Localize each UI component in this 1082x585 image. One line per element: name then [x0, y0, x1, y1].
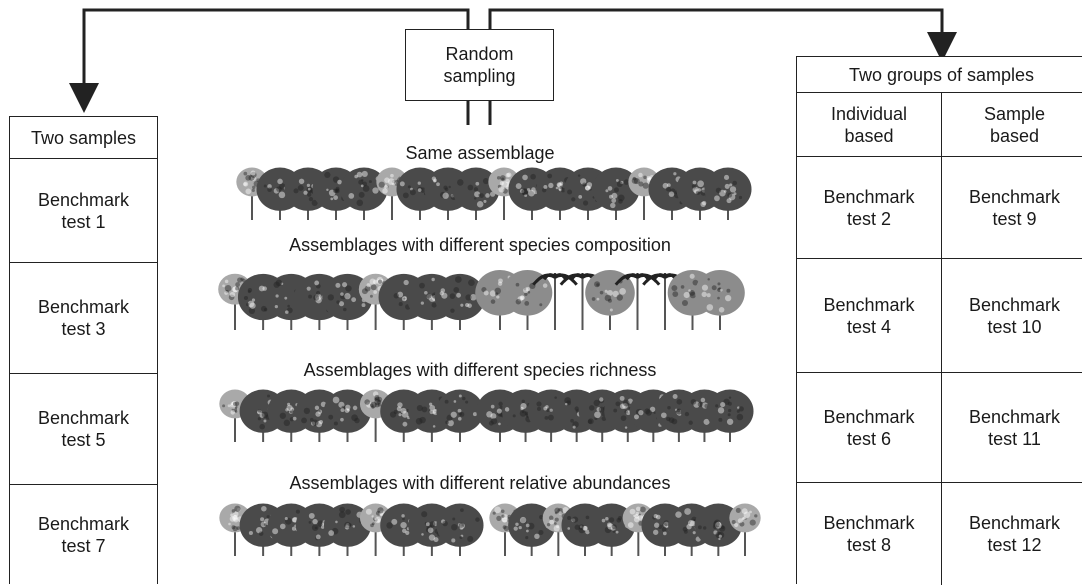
- round-tree-icon: [323, 389, 372, 442]
- round-tree-icon: [436, 389, 484, 442]
- mid-tree-icon: [585, 269, 635, 330]
- benchmark-test-7: Benchmark test 7: [37, 514, 130, 556]
- round-tree-icon: [592, 167, 640, 220]
- scenario-label-same: Same assemblage: [405, 143, 555, 163]
- two-groups-header: Two groups of samples: [797, 57, 1082, 93]
- scenario-label-richness: Assemblages with different species richn…: [303, 360, 657, 380]
- two-groups-table: Two groups of samples Individual based S…: [796, 56, 1082, 585]
- palm-tree-icon: [614, 273, 661, 330]
- palm-tree-icon: [532, 273, 578, 330]
- round-tree-icon: [706, 389, 754, 442]
- individual-based-header: Individual based: [797, 93, 942, 157]
- mid-tree-icon: [502, 269, 553, 330]
- scenario-label-abundances: Assemblages with different relative abun…: [289, 473, 671, 493]
- benchmark-test-6: Benchmark test 6: [797, 373, 942, 483]
- benchmark-test-1: Benchmark test 1: [10, 159, 157, 263]
- sample-based-header: Sample based: [942, 93, 1082, 157]
- two-samples-table: Two samples Benchmark test 1 Benchmark t…: [9, 116, 158, 584]
- random-sampling-box: Random sampling: [405, 29, 554, 101]
- benchmark-test-10: Benchmark test 10: [942, 259, 1082, 373]
- benchmark-test-8: Benchmark test 8: [797, 483, 942, 585]
- scenario-label-composition: Assemblages with different species compo…: [289, 235, 671, 255]
- round-tree-icon: [704, 167, 752, 220]
- benchmark-test-9: Benchmark test 9: [942, 157, 1082, 259]
- light-tree-icon: [729, 503, 761, 556]
- benchmark-test-4: Benchmark test 4: [797, 259, 942, 373]
- random-sampling-label: Random sampling: [443, 44, 516, 86]
- two-samples-header: Two samples: [10, 117, 157, 159]
- benchmark-test-2: Benchmark test 2: [797, 157, 942, 259]
- mid-tree-icon: [695, 269, 745, 330]
- round-tree-icon: [452, 167, 500, 220]
- benchmark-test-3: Benchmark test 3: [10, 263, 157, 374]
- round-tree-icon: [340, 167, 388, 220]
- round-tree-icon: [434, 273, 486, 330]
- benchmark-test-11: Benchmark test 11: [942, 373, 1082, 483]
- benchmark-test-12: Benchmark test 12: [968, 513, 1061, 555]
- benchmark-test-5: Benchmark test 5: [10, 374, 157, 485]
- round-tree-icon: [436, 503, 484, 556]
